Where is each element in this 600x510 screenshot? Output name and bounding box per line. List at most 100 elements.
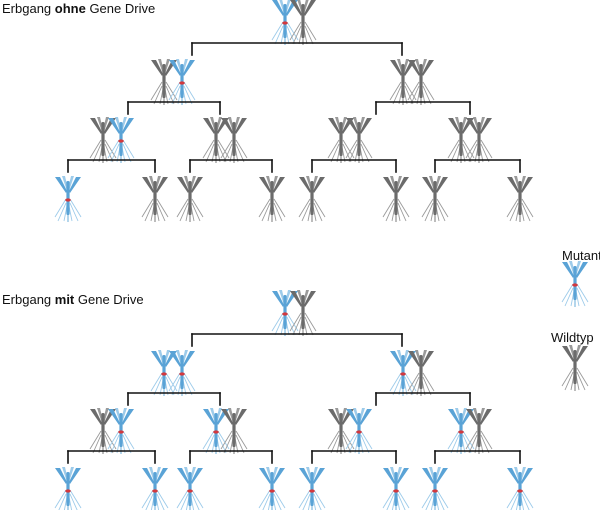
mosquito-wing-right bbox=[191, 468, 203, 484]
mosquito-body bbox=[119, 413, 123, 447]
mosquito-wing-left bbox=[299, 177, 311, 193]
gene-marker bbox=[152, 489, 158, 493]
mosquito-wing-left bbox=[221, 409, 233, 425]
mosquito-body bbox=[401, 64, 405, 98]
mosquito-wing-left bbox=[177, 177, 189, 193]
mosquito-wing-left bbox=[259, 177, 271, 193]
mosquito-wing-right bbox=[313, 177, 325, 193]
diagram-with-gen1-pair-0-left bbox=[150, 350, 178, 396]
mosquito-wing-left bbox=[507, 177, 519, 193]
mosquito-body bbox=[153, 181, 157, 215]
mosquito-body bbox=[188, 472, 192, 506]
gene-marker bbox=[517, 489, 523, 493]
mosquito-legs bbox=[407, 372, 435, 396]
mosquito-wing-left bbox=[422, 468, 434, 484]
mosquito-wing-right bbox=[360, 118, 372, 134]
mosquito-body bbox=[394, 181, 398, 215]
legend-wildtype-label: Wildtyp bbox=[551, 330, 594, 345]
mosquito-body bbox=[401, 355, 405, 389]
mosquito-legs bbox=[220, 139, 248, 163]
mosquito-wing-left bbox=[142, 177, 154, 193]
gene-marker bbox=[179, 372, 185, 376]
mosquito-wing-left bbox=[272, 0, 284, 16]
diagram-with-gen3-mosquito-5 bbox=[382, 467, 410, 510]
gene-marker bbox=[65, 489, 71, 493]
diagram-with-gen1-pair-0-right bbox=[168, 350, 196, 396]
mosquito-wing-right bbox=[480, 409, 492, 425]
mosquito-wing-left bbox=[383, 177, 395, 193]
mosquito-wing-left bbox=[203, 118, 215, 134]
mosquito-legs bbox=[382, 198, 410, 222]
mosquito-legs bbox=[176, 489, 204, 510]
gene-marker bbox=[65, 198, 71, 202]
diagram-without-gen2-pair-0-left bbox=[89, 117, 117, 163]
mosquito-legs bbox=[271, 312, 299, 336]
mosquito-legs bbox=[407, 81, 435, 105]
gene-marker bbox=[393, 489, 399, 493]
diagram-with-gen2-pair-0-right bbox=[107, 408, 135, 454]
mosquito-legs bbox=[141, 198, 169, 222]
mosquito-wing-left bbox=[203, 409, 215, 425]
diagram-title-without-gene-drive: Erbgang ohne Gene Drive bbox=[2, 1, 155, 16]
diagram-with-gen0-pair-right bbox=[289, 290, 317, 336]
mosquito-body bbox=[518, 181, 522, 215]
title-prefix: Erbgang bbox=[2, 292, 55, 307]
mosquito-body bbox=[394, 472, 398, 506]
mosquito-legs bbox=[89, 139, 117, 163]
gene-marker bbox=[282, 312, 288, 316]
diagram-without-gen3-mosquito-6 bbox=[421, 176, 449, 222]
title-suffix: Gene Drive bbox=[85, 1, 156, 16]
mosquito-wing-right bbox=[436, 177, 448, 193]
mosquito-wing-left bbox=[55, 177, 67, 193]
mosquito-body bbox=[518, 472, 522, 506]
diagram-without-gen2-pair-3-right bbox=[465, 117, 493, 163]
diagram-without-gen0-pair-right bbox=[289, 0, 317, 45]
mosquito-body bbox=[339, 122, 343, 156]
mosquito-wing-left bbox=[299, 468, 311, 484]
mosquito-wing-left bbox=[422, 177, 434, 193]
diagram-with-gen3-mosquito-2 bbox=[176, 467, 204, 510]
mosquito-legs bbox=[561, 367, 589, 391]
mosquito-legs bbox=[345, 430, 373, 454]
mosquito-wing-right bbox=[183, 60, 195, 76]
mosquito-legs bbox=[465, 139, 493, 163]
mosquito-legs bbox=[168, 372, 196, 396]
mosquito-wing-right bbox=[69, 468, 81, 484]
mosquito-wing-right bbox=[156, 468, 168, 484]
mosquito-wing-right bbox=[183, 351, 195, 367]
mosquito-wing-left bbox=[90, 118, 102, 134]
diagram-without-gen3-mosquito-7 bbox=[506, 176, 534, 222]
mosquito-wing-right bbox=[235, 409, 247, 425]
gene-marker bbox=[118, 139, 124, 143]
gene-marker bbox=[400, 372, 406, 376]
diagram-with-gen3-mosquito-3 bbox=[258, 467, 286, 510]
mosquito-legs bbox=[382, 489, 410, 510]
gene-marker bbox=[213, 430, 219, 434]
mosquito-wing-left bbox=[383, 468, 395, 484]
mosquito-body bbox=[162, 64, 166, 98]
mosquito-legs bbox=[465, 430, 493, 454]
mosquito-wing-right bbox=[422, 60, 434, 76]
mosquito-wing-left bbox=[169, 60, 181, 76]
mosquito-wing-left bbox=[90, 409, 102, 425]
mosquito-wing-left bbox=[108, 409, 120, 425]
mosquito-wing-left bbox=[507, 468, 519, 484]
mosquito-legs bbox=[298, 198, 326, 222]
mosquito-body bbox=[101, 413, 105, 447]
mosquito-legs bbox=[258, 198, 286, 222]
gene-marker bbox=[269, 489, 275, 493]
mosquito-legs bbox=[202, 430, 230, 454]
mosquito-wing-left bbox=[272, 291, 284, 307]
diagram-with-gen3-mosquito-7 bbox=[506, 467, 534, 510]
mosquito-legs bbox=[289, 21, 317, 45]
mosquito-body bbox=[283, 4, 287, 38]
gene-marker bbox=[432, 489, 438, 493]
mosquito-body bbox=[357, 122, 361, 156]
mosquito-legs bbox=[54, 198, 82, 222]
diagram-without-gen3-mosquito-1 bbox=[141, 176, 169, 222]
mosquito-body bbox=[459, 122, 463, 156]
mosquito-legs bbox=[561, 283, 589, 307]
mosquito-body bbox=[310, 181, 314, 215]
mosquito-body bbox=[433, 181, 437, 215]
